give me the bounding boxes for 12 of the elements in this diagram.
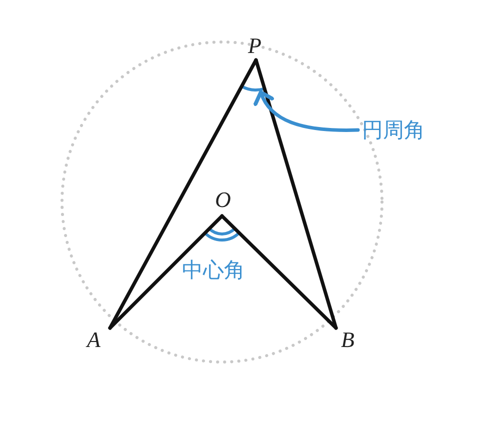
point-label: P xyxy=(248,34,262,58)
point-label: B xyxy=(341,328,354,352)
angle-label: 中心角 xyxy=(182,258,245,282)
point-label: A xyxy=(87,328,100,352)
line-segment xyxy=(220,214,338,330)
angle-arc xyxy=(240,84,265,92)
line-segment xyxy=(108,214,224,330)
line-segment xyxy=(254,58,338,330)
point-label: O xyxy=(215,188,231,212)
leader-arrow xyxy=(254,90,360,132)
line-segment xyxy=(108,58,258,330)
angle-label: 円周角 xyxy=(362,118,425,142)
